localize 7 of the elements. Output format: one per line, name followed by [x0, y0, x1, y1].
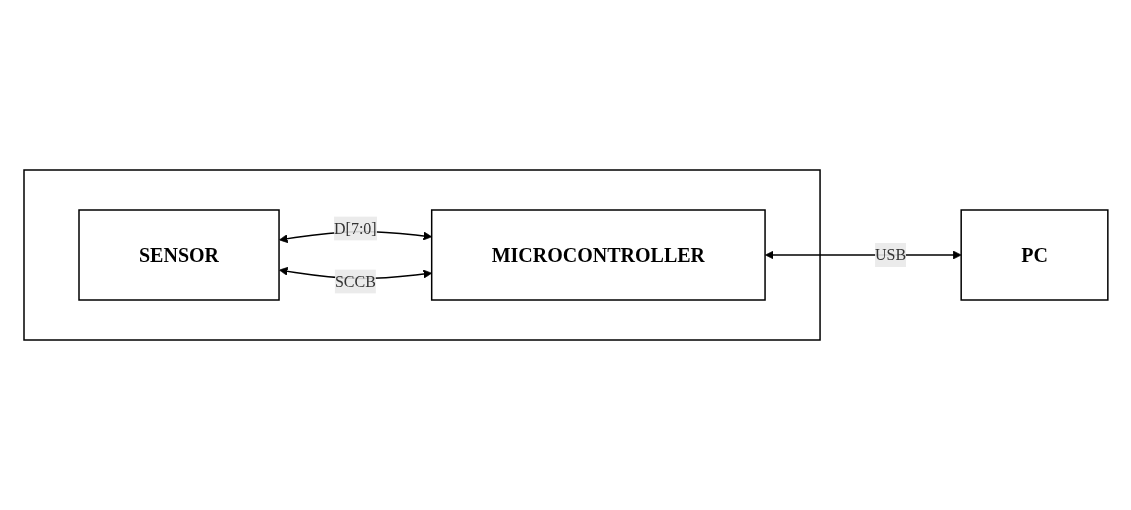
node-box: MICROCONTROLLER — [430, 209, 766, 301]
node-box: PC — [960, 209, 1109, 301]
edge-label: SCCB — [334, 272, 376, 290]
cluster — [22, 169, 821, 341]
edge-label: D[7:0] — [333, 219, 377, 237]
node-box: SENSOR — [77, 209, 280, 301]
edge-label: USB — [874, 246, 906, 263]
